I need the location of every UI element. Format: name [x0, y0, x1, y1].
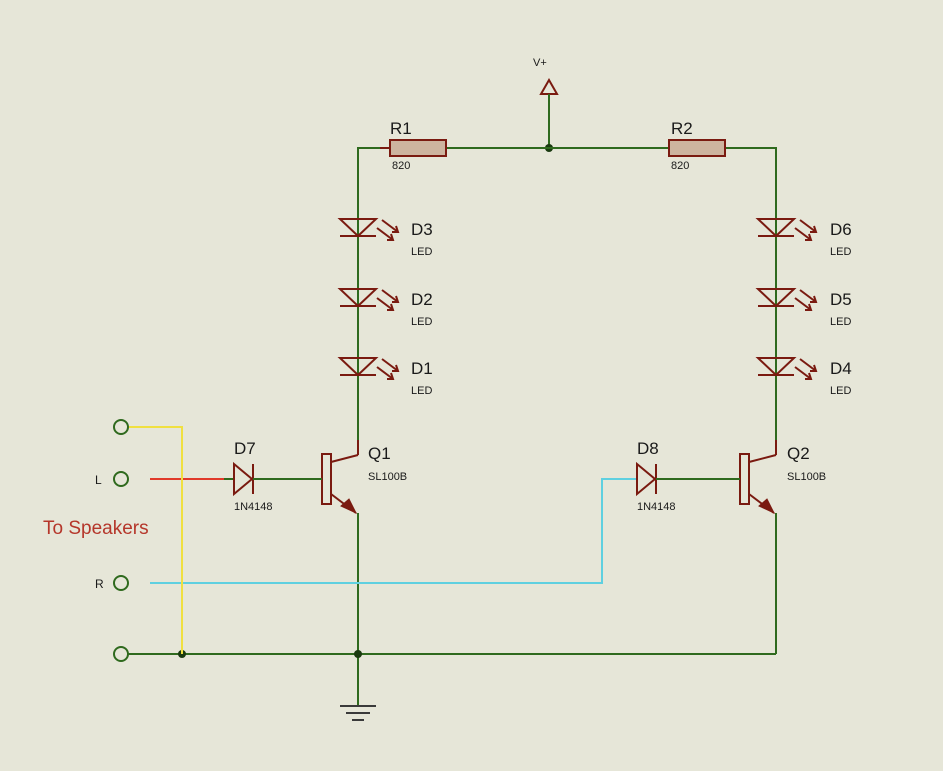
supply-vplus: V+: [533, 57, 559, 152]
d1-ref: D1: [411, 359, 433, 378]
right-channel-wire: [150, 478, 637, 584]
shield-wire: [128, 426, 183, 654]
terminal-ground[interactable]: [113, 646, 129, 662]
d2-value: LED: [411, 316, 432, 328]
input-terminals: L R: [95, 419, 129, 662]
resistor-r2: R2 820: [668, 119, 726, 172]
led-d2: D2 LED: [337, 288, 433, 328]
led-d4: D4 LED: [755, 357, 852, 397]
diode-d8: D8 1N4148: [636, 439, 676, 513]
d1-value: LED: [411, 385, 432, 397]
led-d1: D1 LED: [337, 357, 433, 397]
d3-ref: D3: [411, 220, 433, 239]
r1-ref: R1: [390, 119, 412, 138]
r2-value: 820: [671, 160, 689, 172]
d6-value: LED: [830, 246, 851, 258]
transistor-q2: Q2 SL100B: [739, 440, 826, 515]
q1-value: SL100B: [368, 471, 407, 483]
transistor-q1: Q1 SL100B: [321, 440, 407, 515]
d7-ref: D7: [234, 439, 256, 458]
terminal-right-label: R: [95, 577, 104, 591]
terminal-right[interactable]: [113, 575, 129, 591]
q2-ref: Q2: [787, 444, 810, 463]
ground-icon: [340, 705, 376, 721]
r1-value: 820: [392, 160, 410, 172]
r2-ref: R2: [671, 119, 693, 138]
d5-value: LED: [830, 316, 851, 328]
terminal-top[interactable]: [113, 419, 129, 435]
d8-ref: D8: [637, 439, 659, 458]
supply-label: V+: [533, 57, 547, 69]
d2-ref: D2: [411, 290, 433, 309]
q1-ref: Q1: [368, 444, 391, 463]
speakers-note: To Speakers: [43, 518, 149, 539]
led-d5: D5 LED: [755, 288, 852, 328]
vplus-arrow: [539, 77, 559, 95]
diode-d7: D7 1N4148: [233, 439, 273, 513]
resistor-r1: R1 820: [380, 119, 447, 172]
led-d6: D6 LED: [755, 218, 852, 258]
d7-value: 1N4148: [234, 501, 273, 513]
d3-value: LED: [411, 246, 432, 258]
junction-dot: [354, 650, 362, 658]
terminal-left-label: L: [95, 473, 102, 487]
d5-ref: D5: [830, 290, 852, 309]
d6-ref: D6: [830, 220, 852, 239]
d4-value: LED: [830, 385, 851, 397]
terminal-left[interactable]: [113, 471, 129, 487]
d8-value: 1N4148: [637, 501, 676, 513]
led-d3: D3 LED: [337, 218, 433, 258]
d4-ref: D4: [830, 359, 852, 378]
q2-value: SL100B: [787, 471, 826, 483]
